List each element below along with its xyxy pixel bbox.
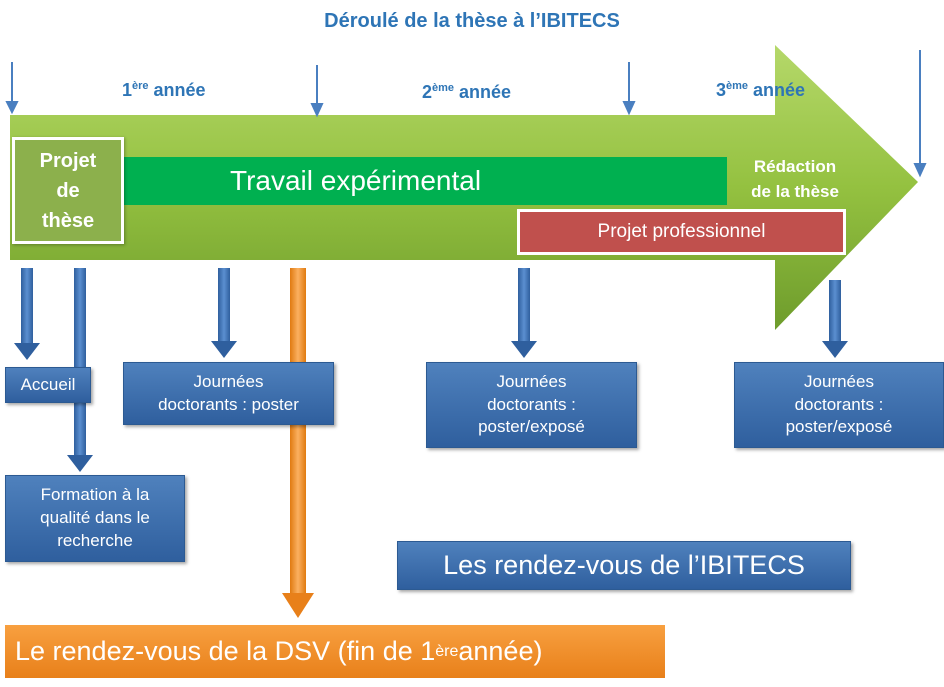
redaction-label: Rédaction de la thèse <box>735 155 855 204</box>
line: Journées <box>496 371 567 391</box>
dsv-text: Le rendez-vous de la DSV (fin de 1 <box>15 636 436 666</box>
dsv-sup: ère <box>435 642 459 660</box>
line: poster/exposé <box>785 417 893 437</box>
year-text: année <box>148 80 206 100</box>
journees-doctorants-1-box: Journées doctorants : poster <box>123 362 334 425</box>
line: doctorants : poster <box>158 394 299 414</box>
line: poster/exposé <box>478 417 585 437</box>
line: de <box>56 179 80 202</box>
line: de la thèse <box>751 181 839 201</box>
line: doctorants : <box>487 394 576 414</box>
event-arrows <box>14 268 848 618</box>
year-num: 3 <box>716 80 727 100</box>
travail-experimental-bar: Travail expérimental <box>124 157 727 205</box>
line: recherche <box>57 530 133 550</box>
line: Journées <box>804 371 874 391</box>
line: qualité dans le <box>40 508 150 528</box>
line: Journées <box>193 371 264 391</box>
line: Projet <box>39 149 97 172</box>
projet-these-box: Projet de thèse <box>12 137 124 244</box>
year-num: 2 <box>422 82 433 102</box>
year-marker-arrows <box>5 50 927 178</box>
year-3-label: 3ème année <box>716 80 805 101</box>
line: Formation à la <box>40 485 150 505</box>
year-sup: ème <box>432 82 455 94</box>
journees-doctorants-2-box: Journées doctorants : poster/exposé <box>426 362 637 448</box>
year-1-label: 1ère année <box>122 80 206 101</box>
dsv-text-end: année) <box>458 636 543 666</box>
line: Rédaction <box>753 157 837 176</box>
line: doctorants : <box>794 394 884 414</box>
year-sup: ème <box>726 80 749 92</box>
year-num: 1 <box>122 80 133 100</box>
accueil-box: Accueil <box>5 367 91 403</box>
legend-ibitecs: Les rendez-vous de l’IBITECS <box>397 541 851 590</box>
page-title: Déroulé de la thèse à l’IBITECS <box>324 10 620 32</box>
year-text: année <box>748 80 806 100</box>
journees-doctorants-3-box: Journées doctorants : poster/exposé <box>734 362 944 448</box>
year-sup: ère <box>132 80 149 92</box>
projet-professionnel-bar: Projet professionnel <box>517 209 846 255</box>
line: thèse <box>41 209 95 232</box>
year-2-label: 2ème année <box>422 82 511 103</box>
year-text: année <box>454 82 512 102</box>
